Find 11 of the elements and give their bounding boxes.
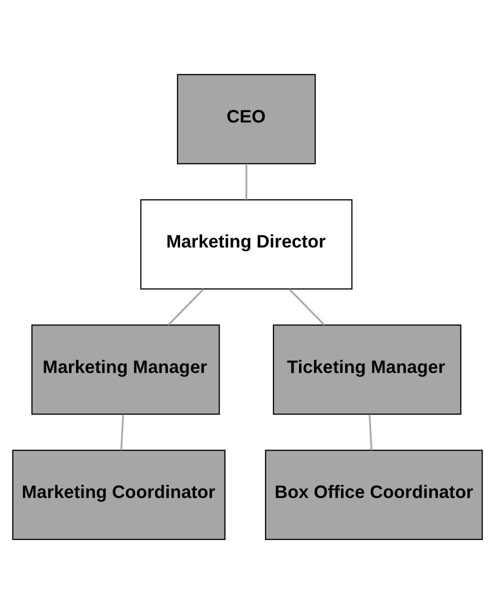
connector [368, 414, 372, 450]
node-box: Box Office Coordinator [265, 450, 483, 540]
connector [288, 288, 325, 326]
connector [168, 288, 204, 326]
node-box: Marketing Manager [31, 324, 220, 415]
node-box: Ticketing Manager [272, 324, 462, 415]
connector [246, 164, 248, 200]
node-box: CEO [176, 74, 316, 164]
connector [120, 414, 124, 450]
node-box: Marketing Director [140, 199, 352, 290]
node-box: Marketing Coordinator [12, 450, 226, 540]
